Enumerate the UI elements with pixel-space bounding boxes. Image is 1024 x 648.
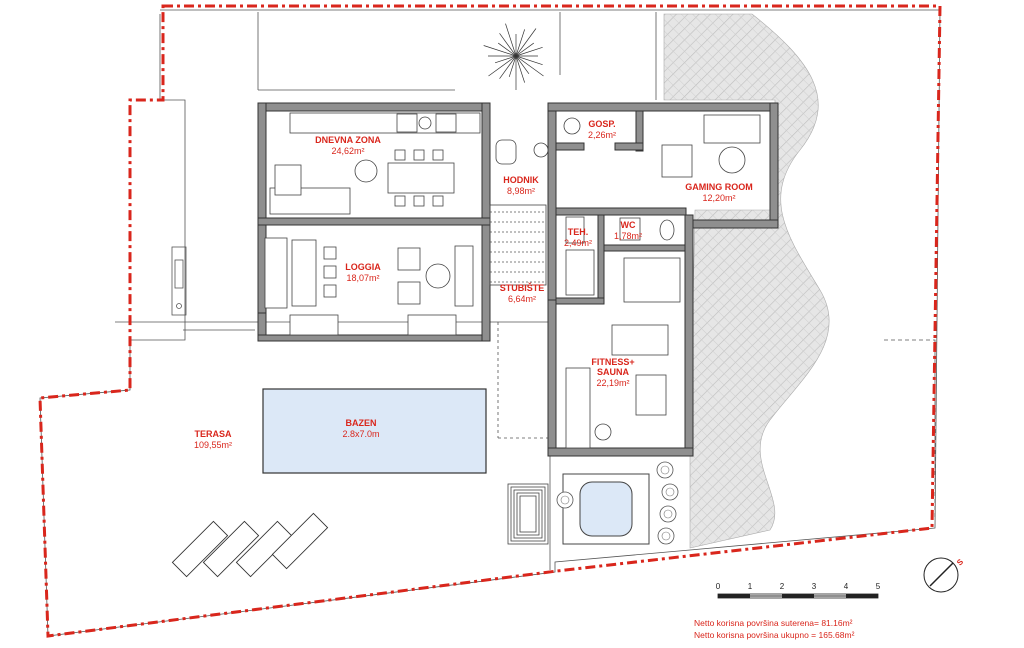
room-name-loggia: LOGGIA [345,262,381,272]
shrubs [556,461,679,545]
room-name-terasa: TERASA [194,429,232,439]
palm-plant [483,23,544,90]
room-area-gosp: 2,26m² [588,130,616,140]
scale-tick-label: 5 [876,582,881,591]
room-name-teh: TEH. [568,227,589,237]
summary-basement-area: Netto korisna površina suterena= 81.16m² [694,618,853,628]
room-area-loggia: 18,07m² [346,273,379,283]
scale-bar: 0 1 2 3 4 5 [716,582,881,599]
stairs [489,204,547,286]
room-name-sauna: SAUNA [597,367,630,377]
north-arrow-label: S [955,557,966,568]
scale-tick-label: 1 [748,582,753,591]
house-walls [257,102,779,457]
room-area-teh: 2,49m² [564,238,592,248]
summary-total-area: Netto korisna površina ukupno = 165.68m² [694,630,855,640]
room-area-fitness: 22,19m² [596,378,629,388]
room-name-stubiste: STUBIŠTE [500,282,545,293]
room-name-bazen: BAZEN [346,418,377,428]
room-area-dnevna: 24,62m² [331,146,364,156]
room-area-hodnik: 8,98m² [507,186,535,196]
room-area-terasa: 109,55m² [194,440,232,450]
scale-tick-label: 4 [844,582,849,591]
room-area-gaming: 12,20m² [702,193,735,203]
property-boundary [38,4,942,638]
room-area-wc: 1,78m² [614,231,642,241]
room-name-gaming: GAMING ROOM [685,182,753,192]
gravel-area [663,13,830,549]
room-name-dnevna: DNEVNA ZONA [315,135,381,145]
room-name-gosp: GOSP. [588,119,615,129]
scale-tick-label: 0 [716,582,721,591]
outdoor-stairs [507,483,549,545]
sunbeds [171,512,329,578]
scale-tick-label: 2 [780,582,785,591]
pool [262,388,487,474]
room-area-stubiste: 6,64m² [508,294,536,304]
room-name-fitness: FITNESS+ [591,357,634,367]
room-name-hodnik: HODNIK [503,175,539,185]
room-area-bazen: 2.8x7.0m [342,429,379,439]
furniture [264,112,761,449]
room-name-wc: WC [621,220,636,230]
north-arrow: S [923,557,966,593]
scale-tick-label: 3 [812,582,817,591]
jacuzzi [579,481,633,537]
